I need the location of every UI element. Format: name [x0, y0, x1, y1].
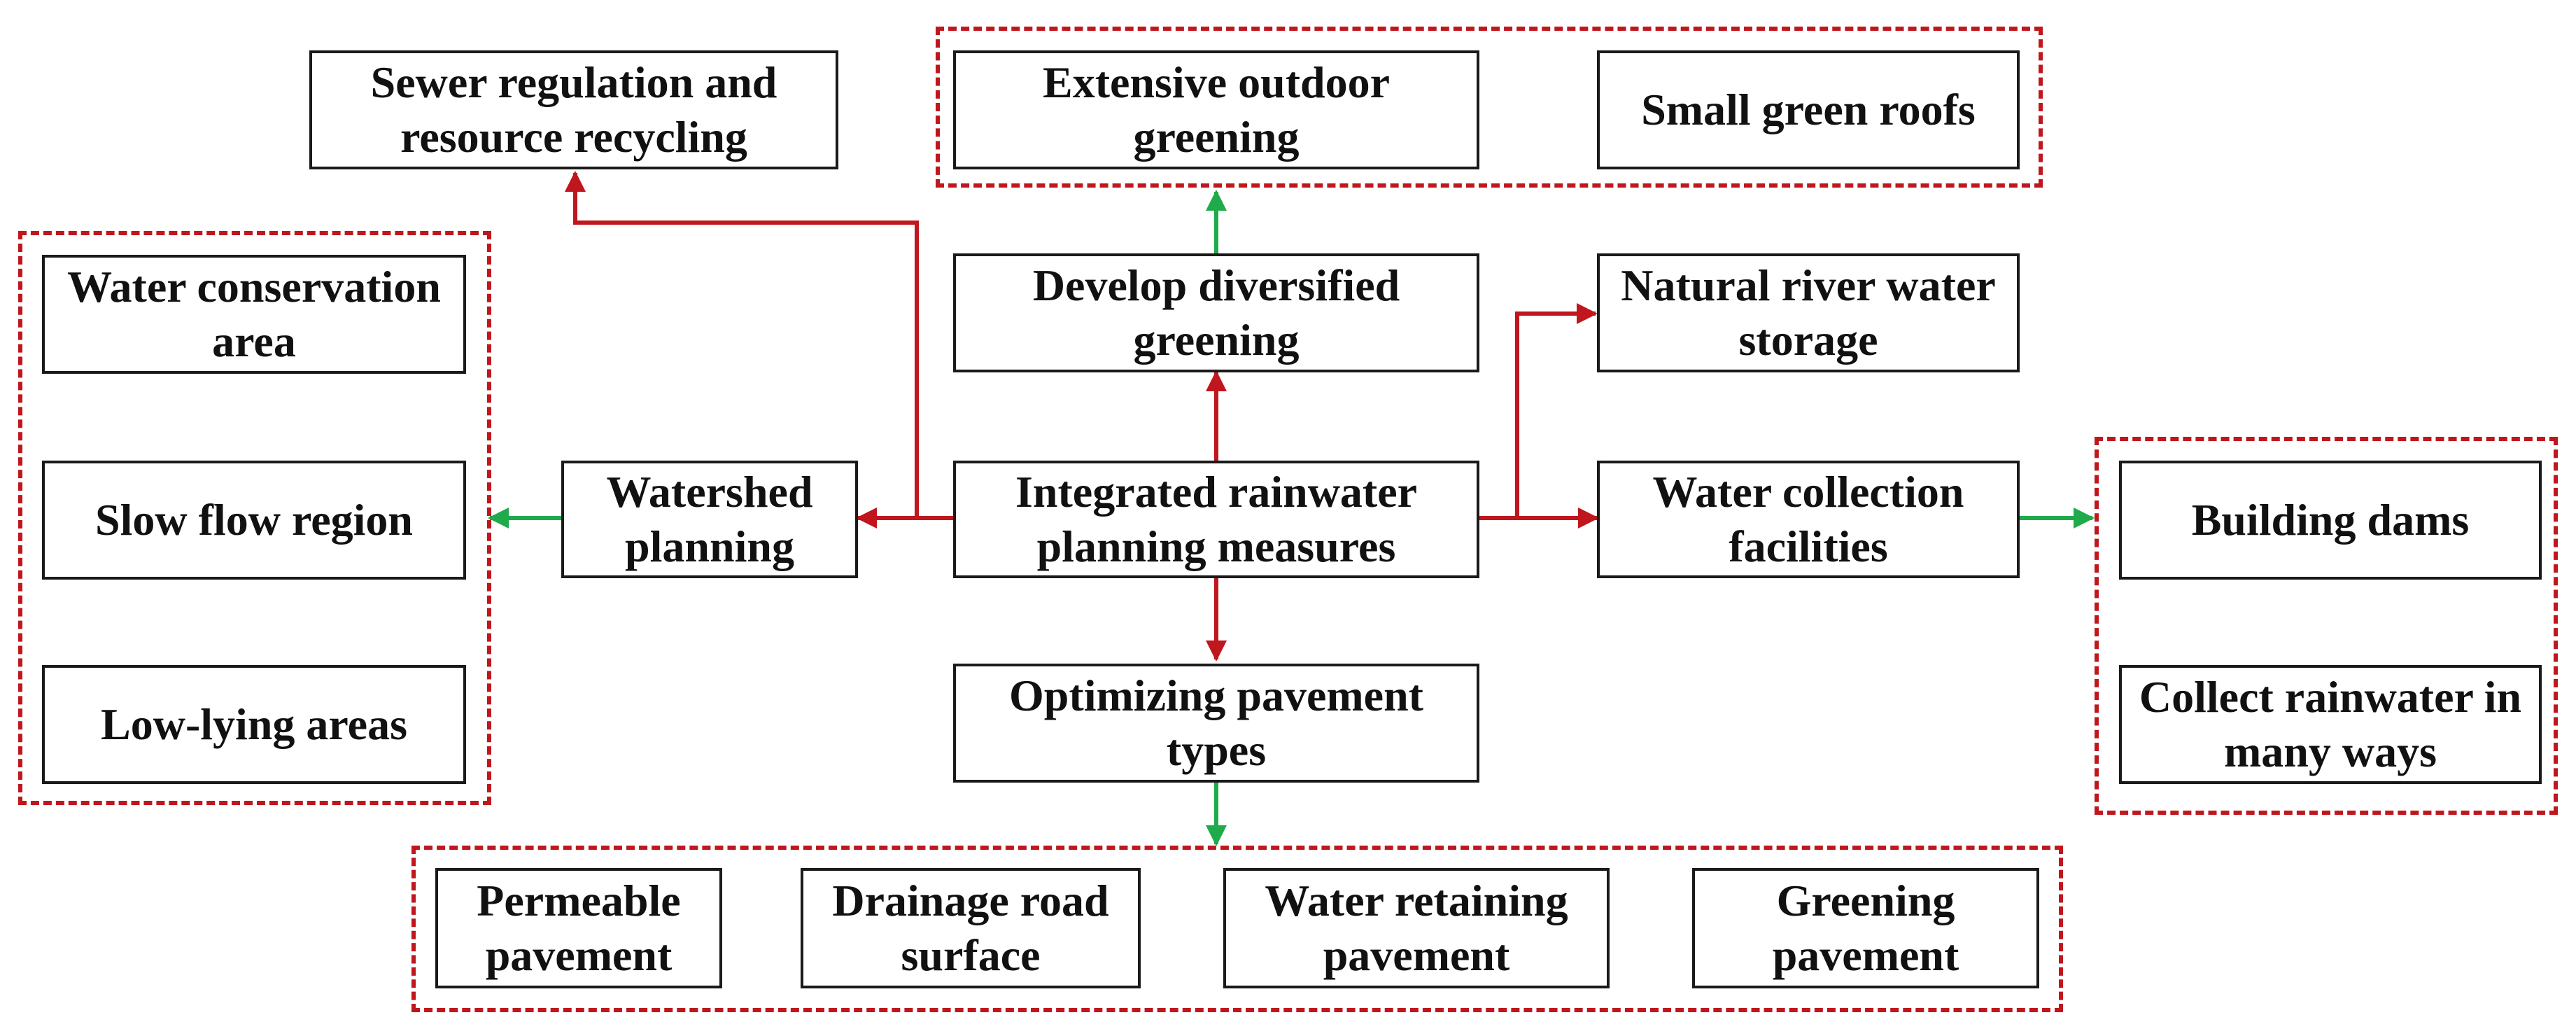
arrow-to-sewer: [565, 171, 919, 518]
water-collection-node: Water collection facilities: [1597, 461, 2020, 578]
outdoor-greening-node: Extensive outdoor greening: [953, 50, 1479, 169]
slow-flow-node: Slow flow region: [42, 461, 466, 580]
pavement-group: [411, 846, 2063, 1012]
arrow-to-river-storage: [1515, 303, 1598, 518]
central-node: Integrated rainwater planning measures: [953, 461, 1479, 578]
pavement-types-node: Optimizing pavement types: [953, 664, 1479, 783]
collect-rainwater-node: Collect rainwater in many ways: [2119, 665, 2542, 784]
water-retaining-node: Water retaining pavement: [1223, 868, 1610, 988]
green-roofs-node: Small green roofs: [1597, 50, 2020, 169]
water-conservation-node: Water conservation area: [42, 255, 466, 374]
low-lying-node: Low-lying areas: [42, 665, 466, 784]
greening-pavement-node: Greening pavement: [1692, 868, 2039, 988]
permeable-pavement-node: Permeable pavement: [435, 868, 722, 988]
drainage-road-node: Drainage road surface: [801, 868, 1141, 988]
greening-group: [936, 27, 2043, 188]
collection-methods-group: [2095, 437, 2558, 815]
sewer-regulation-node: Sewer regulation and resource recycling: [309, 50, 838, 169]
watershed-planning-node: Watershed planning: [561, 461, 858, 578]
river-storage-node: Natural river water storage: [1597, 253, 2020, 372]
diversified-greening-node: Develop diversified greening: [953, 253, 1479, 372]
building-dams-node: Building dams: [2119, 461, 2542, 580]
